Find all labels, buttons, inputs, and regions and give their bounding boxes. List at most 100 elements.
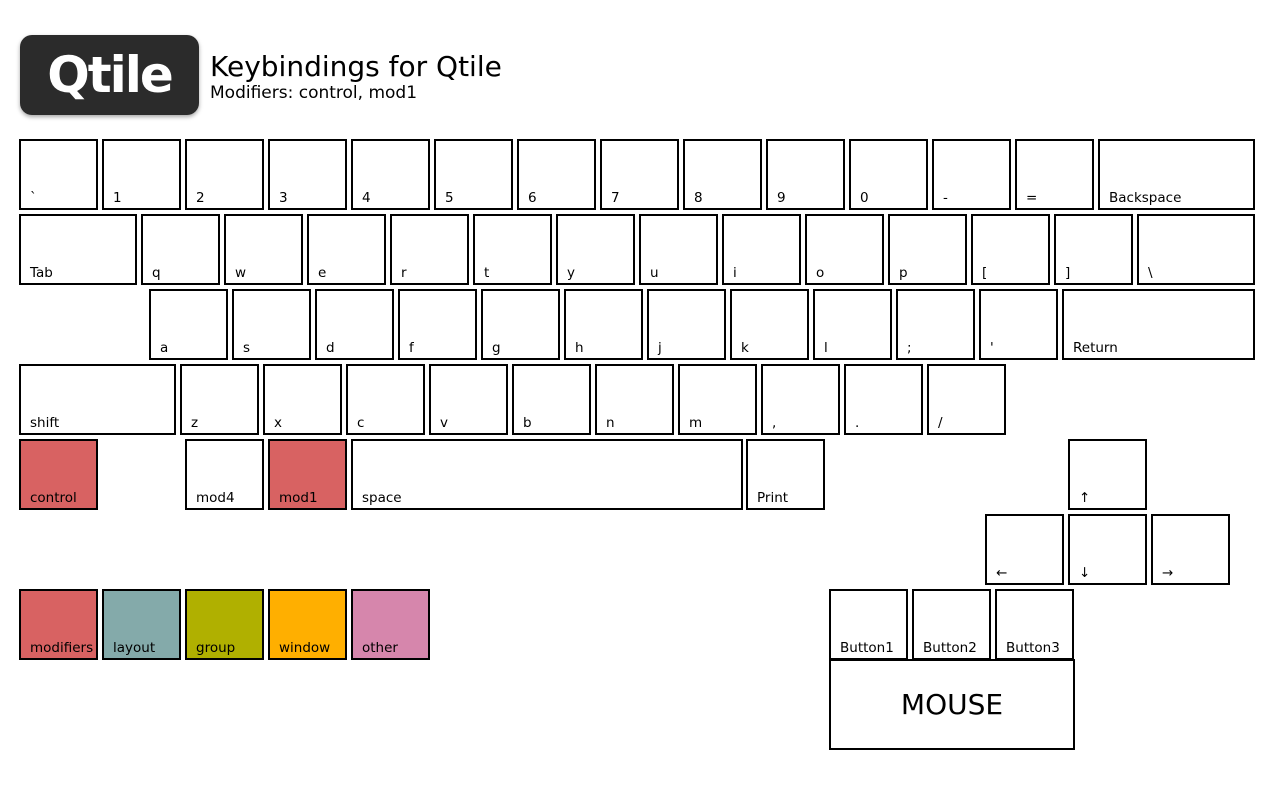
mouse-button1: Button1 [829, 589, 908, 660]
key-l: l [813, 289, 892, 360]
key-m: m [678, 364, 757, 435]
key-label: f [409, 339, 414, 356]
key-z: z [180, 364, 259, 435]
key-s: s [232, 289, 311, 360]
key-p: p [888, 214, 967, 285]
key-label: ' [990, 339, 994, 356]
key-label: m [689, 414, 703, 431]
key-label: Return [1073, 339, 1118, 356]
legend-group: group [185, 589, 264, 660]
key-label: = [1026, 189, 1038, 206]
key-space: space [351, 439, 743, 510]
key-label: n [606, 414, 615, 431]
key-3: 3 [268, 139, 347, 210]
key-minus: - [932, 139, 1011, 210]
key-label: x [274, 414, 282, 431]
key-u: u [639, 214, 718, 285]
key-arrow-up: ↑ [1068, 439, 1147, 510]
key-label: layout [113, 639, 156, 656]
key-v: v [429, 364, 508, 435]
key-label: \ [1148, 264, 1153, 281]
qtile-logo: Qtile [20, 35, 199, 115]
key-2: 2 [185, 139, 264, 210]
key-label: 3 [279, 189, 288, 206]
key-q: q [141, 214, 220, 285]
key-label: e [318, 264, 327, 281]
key-w: w [224, 214, 303, 285]
key-label: , [772, 414, 777, 431]
legend-window: window [268, 589, 347, 660]
key-k: k [730, 289, 809, 360]
key-label: g [492, 339, 501, 356]
key-label: d [326, 339, 335, 356]
key-i: i [722, 214, 801, 285]
key-label: u [650, 264, 659, 281]
key-label: 8 [694, 189, 703, 206]
key-label: 5 [445, 189, 454, 206]
key-semicolon: ; [896, 289, 975, 360]
key-return: Return [1062, 289, 1255, 360]
modifiers-subtitle: Modifiers: control, mod1 [210, 83, 418, 103]
key-label: c [357, 414, 365, 431]
key-label: h [575, 339, 584, 356]
key-label: ↑ [1079, 489, 1091, 506]
key-a: a [149, 289, 228, 360]
key-label: other [362, 639, 398, 656]
key-x: x [263, 364, 342, 435]
key-lbracket: [ [971, 214, 1050, 285]
key-8: 8 [683, 139, 762, 210]
key-comma: , [761, 364, 840, 435]
key-label: w [235, 264, 247, 281]
key-shift: shift [19, 364, 176, 435]
key-mod1: mod1 [268, 439, 347, 510]
mouse-button3: Button3 [995, 589, 1074, 660]
key-equals: = [1015, 139, 1094, 210]
key-e: e [307, 214, 386, 285]
key-backspace: Backspace [1098, 139, 1255, 210]
key-label: mod4 [196, 489, 235, 506]
key-t: t [473, 214, 552, 285]
key-label: ↓ [1079, 564, 1091, 581]
key-r: r [390, 214, 469, 285]
key-quote: ' [979, 289, 1058, 360]
key-y: y [556, 214, 635, 285]
key-n: n [595, 364, 674, 435]
key-label: 2 [196, 189, 205, 206]
key-label: l [824, 339, 828, 356]
key-g: g [481, 289, 560, 360]
key-f: f [398, 289, 477, 360]
key-label: j [658, 339, 662, 356]
key-label: control [30, 489, 77, 506]
key-label: window [279, 639, 331, 656]
key-5: 5 [434, 139, 513, 210]
key-period: . [844, 364, 923, 435]
key-label: q [152, 264, 161, 281]
key-label: 4 [362, 189, 371, 206]
key-label: modifiers [30, 639, 94, 656]
key-mod4: mod4 [185, 439, 264, 510]
key-label: b [523, 414, 532, 431]
key-label: t [484, 264, 490, 281]
key-backtick: ` [19, 139, 98, 210]
key-label: 1 [113, 189, 122, 206]
key-label: s [243, 339, 251, 356]
key-label: Button2 [923, 639, 977, 656]
key-arrow-left: ← [985, 514, 1064, 585]
key-tab: Tab [19, 214, 137, 285]
legend-layout: layout [102, 589, 181, 660]
key-label: 0 [860, 189, 869, 206]
key-label: / [938, 414, 943, 431]
key-9: 9 [766, 139, 845, 210]
key-label: space [362, 489, 402, 506]
key-1: 1 [102, 139, 181, 210]
key-label: ` [30, 189, 37, 206]
key-label: Button3 [1006, 639, 1060, 656]
key-backslash: \ [1137, 214, 1255, 285]
key-label: ; [907, 339, 912, 356]
key-label: z [191, 414, 199, 431]
key-label: 9 [777, 189, 786, 206]
mouse-body: MOUSE [829, 659, 1075, 750]
key-label: k [741, 339, 749, 356]
key-c: c [346, 364, 425, 435]
key-label: . [855, 414, 860, 431]
